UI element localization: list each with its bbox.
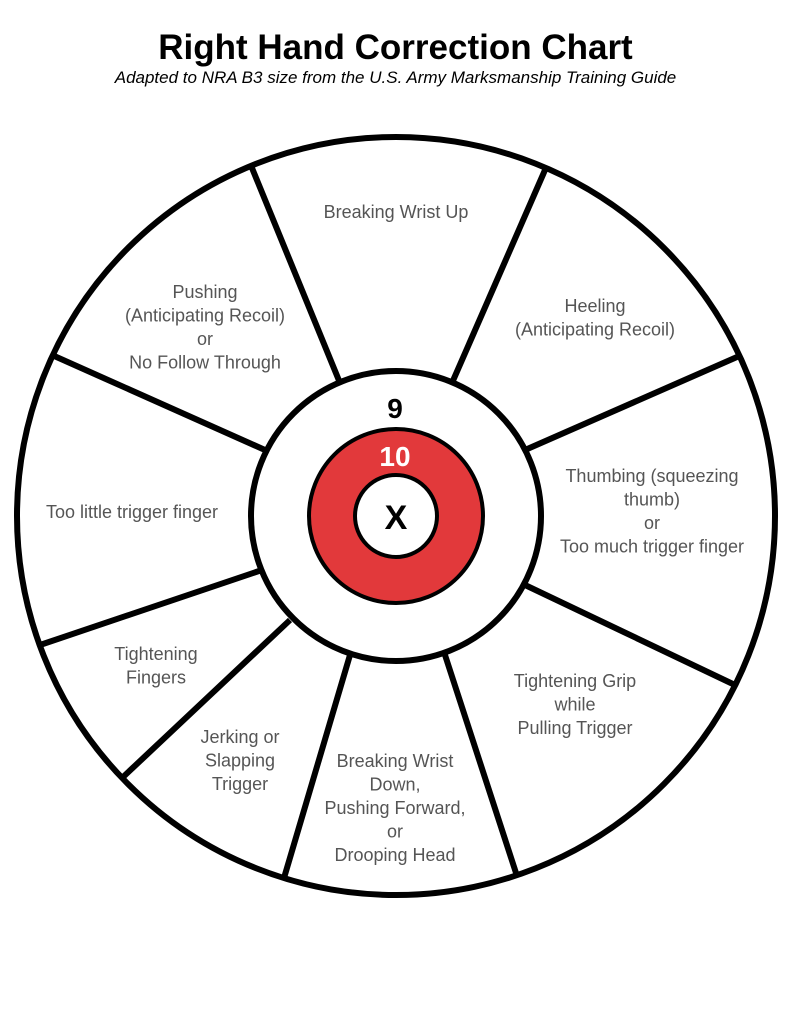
segment-label-line: or — [387, 822, 403, 842]
chart-subtitle: Adapted to NRA B3 size from the U.S. Arm… — [114, 68, 677, 87]
segment-label-line: or — [644, 513, 660, 533]
chart-title: Right Hand Correction Chart — [158, 28, 633, 67]
segment-label-line: Jerking or — [200, 727, 279, 747]
segment-label-line: Pushing Forward, — [324, 798, 465, 818]
segment-label-line: Heeling — [564, 296, 625, 316]
segment-label-line: (Anticipating Recoil) — [125, 306, 285, 326]
segment-label-line: Too little trigger finger — [46, 502, 218, 522]
segment-divider — [50, 352, 267, 453]
segment-label-line: Too much trigger finger — [560, 537, 744, 557]
segment-label-line: Thumbing (squeezing — [565, 466, 738, 486]
segment-label: Pushing (Anticipating Recoil) or No Follow … — [125, 282, 285, 373]
segment-label-line: Down, — [369, 775, 420, 795]
segment-label-line: Pushing — [172, 282, 237, 302]
segment-label-line: Breaking Wrist Up — [324, 202, 469, 222]
segment-label: Heeling (Anticipating Recoil) — [515, 296, 675, 340]
segment-label: Too little trigger finger — [46, 502, 218, 522]
segment-divider — [249, 166, 343, 385]
segment-label-line: Slapping — [205, 751, 275, 771]
segment-label-line: (Anticipating Recoil) — [515, 320, 675, 340]
x-ring-label: X — [385, 499, 408, 537]
x-ring — [353, 473, 439, 559]
segment-label-line: or — [197, 329, 213, 349]
nine-ring-label: 9 — [387, 393, 403, 424]
segment-label-line: Tightening Grip — [514, 671, 636, 691]
segment-label-line: Fingers — [126, 668, 186, 688]
segment-label-line: while — [553, 695, 595, 715]
segment-label-line: Trigger — [212, 774, 268, 794]
segment-label-line: No Follow Through — [129, 353, 281, 373]
segment-divider — [523, 582, 737, 688]
segment-divider — [39, 567, 263, 648]
segment-label: Breaking Wrist Up — [324, 202, 469, 222]
segment-divider — [449, 168, 548, 385]
segment-label-line: Tightening — [114, 644, 197, 664]
segment-label-line: Drooping Head — [334, 845, 455, 865]
segment-label-line: Breaking Wrist — [337, 751, 454, 771]
segment-label-line: Pulling Trigger — [517, 718, 632, 738]
segment-divider — [442, 654, 520, 877]
segment-divider — [281, 654, 353, 879]
ten-ring-label: 10 — [379, 441, 410, 472]
segment-divider — [119, 617, 293, 781]
segment-divider — [523, 354, 739, 453]
segment-label-line: thumb) — [624, 490, 680, 510]
